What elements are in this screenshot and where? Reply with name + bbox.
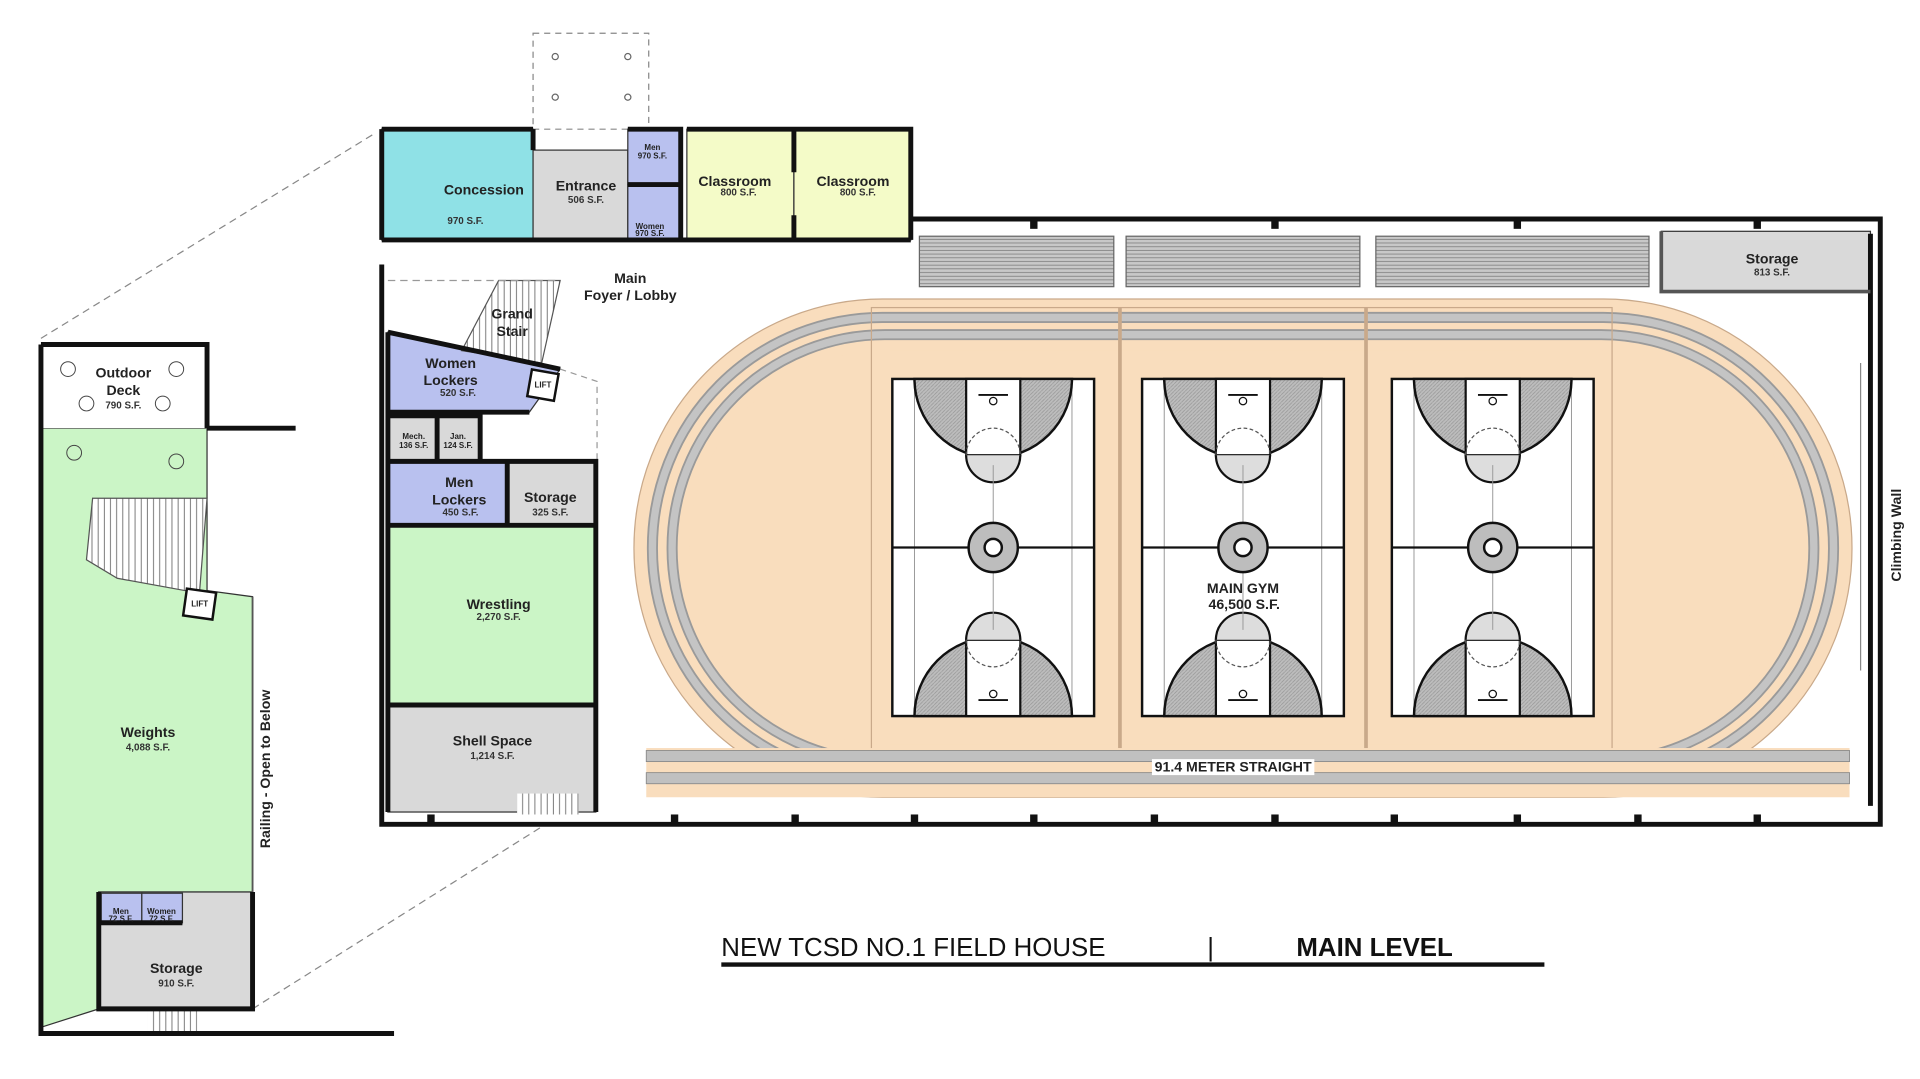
climbing-wall-label: Climbing Wall xyxy=(1888,489,1904,582)
upper-women-area: 72 S.F. xyxy=(149,915,174,924)
concession-label: Concession xyxy=(444,181,524,197)
upper-men-restroom xyxy=(100,892,143,924)
jan-area: 124 S.F. xyxy=(443,441,472,450)
entrance-label: Entrance xyxy=(556,178,617,194)
upper-women-label: Women xyxy=(147,907,176,916)
weights-label: Weights xyxy=(121,724,176,740)
shell-space-area: 1,214 S.F. xyxy=(470,751,515,762)
men-lockers-label-2: Lockers xyxy=(432,491,486,507)
women-lockers-label-1: Women xyxy=(425,355,476,371)
deck-furniture xyxy=(60,361,185,470)
women-restroom-label: Women xyxy=(636,222,665,231)
basketball-court xyxy=(1140,377,1346,718)
mech-room xyxy=(387,415,438,462)
railing-label: Railing - Open to Below xyxy=(257,689,273,849)
main-level-plan: Concession 970 S.F. Entrance 506 S.F. Me… xyxy=(379,32,1904,827)
storage-813-room xyxy=(1660,230,1872,293)
level-title: MAIN LEVEL xyxy=(1296,934,1452,962)
level-connector-lines xyxy=(40,132,543,1010)
bleachers-1 xyxy=(918,235,1115,288)
classroom-2-label: Classroom xyxy=(816,173,889,189)
wrestling-label: Wrestling xyxy=(467,596,531,612)
upper-men-label: Men xyxy=(113,907,129,916)
outdoor-deck xyxy=(40,344,208,429)
wrestling-room xyxy=(387,524,597,706)
upper-lift xyxy=(181,587,218,621)
outdoor-deck-label-2: Deck xyxy=(106,382,140,398)
classroom-1-label: Classroom xyxy=(698,173,771,189)
men-restroom-label: Men xyxy=(644,143,660,152)
upper-women-restroom xyxy=(141,892,184,924)
upper-men-area: 72 S.F. xyxy=(108,915,133,924)
entry-canopy xyxy=(532,32,650,130)
main-gym-label: MAIN GYM xyxy=(1207,580,1279,596)
project-title: NEW TCSD NO.1 FIELD HOUSE xyxy=(721,934,1105,962)
classroom-2-area: 800 S.F. xyxy=(840,188,876,199)
main-lift xyxy=(525,367,561,403)
men-restroom xyxy=(627,128,682,186)
entrance-area: 506 S.F. xyxy=(568,195,604,206)
men-restroom-area: 970 S.F. xyxy=(638,152,667,161)
upper-lift-label: LIFT xyxy=(191,600,208,609)
men-lockers-label-1: Men xyxy=(445,474,473,490)
foyer-label-1: Main xyxy=(614,270,646,286)
title-block: NEW TCSD NO.1 FIELD HOUSE | MAIN LEVEL xyxy=(721,934,1545,967)
storage-325-label: Storage xyxy=(524,489,577,505)
upper-storage-label: Storage xyxy=(150,960,203,976)
sprint-straight xyxy=(645,748,1850,798)
rear-stair xyxy=(517,793,579,815)
upper-level-plan: Outdoor Deck 790 S.F. Weights 4,088 S.F.… xyxy=(38,342,395,1036)
basketball-court xyxy=(1390,377,1595,718)
bleachers-3 xyxy=(1375,235,1650,288)
storage-813-area: 813 S.F. xyxy=(1754,268,1790,279)
mech-area: 136 S.F. xyxy=(399,441,428,450)
upper-storage-area: 910 S.F. xyxy=(158,979,194,990)
shell-space-label: Shell Space xyxy=(453,733,532,749)
bleachers-2 xyxy=(1125,235,1361,288)
foyer-label-2: Foyer / Lobby xyxy=(584,287,677,303)
grand-stair-label-1: Grand xyxy=(491,306,533,322)
storage-325-room xyxy=(506,460,597,526)
women-restroom-area: 970 S.F. xyxy=(635,229,664,238)
men-lockers-room xyxy=(387,460,508,526)
wall-piers xyxy=(427,218,1761,825)
mech-label: Mech. xyxy=(402,432,425,441)
women-lockers-area: 520 S.F. xyxy=(440,388,476,399)
main-lift-label: LIFT xyxy=(534,381,551,390)
title-separator: | xyxy=(1207,934,1214,962)
weights-area: 4,088 S.F. xyxy=(126,743,171,754)
straight-label: 91.4 METER STRAIGHT xyxy=(1155,758,1312,774)
classroom-1-area: 800 S.F. xyxy=(721,188,757,199)
concession-area: 970 S.F. xyxy=(447,216,483,227)
upper-stair xyxy=(85,497,208,592)
outdoor-deck-area: 790 S.F. xyxy=(105,400,141,411)
basketball-court xyxy=(891,377,1096,718)
jan-label: Jan. xyxy=(450,432,466,441)
wrestling-area: 2,270 S.F. xyxy=(476,612,521,623)
men-lockers-area: 450 S.F. xyxy=(442,508,478,519)
women-lockers-label-2: Lockers xyxy=(424,372,478,388)
outdoor-deck-label-1: Outdoor xyxy=(96,365,152,381)
entrance-room xyxy=(532,149,629,241)
main-gym-area: 46,500 S.F. xyxy=(1208,596,1279,612)
basketball-courts xyxy=(891,377,1595,718)
storage-325-area: 325 S.F. xyxy=(532,508,568,519)
grand-stair-label-2: Stair xyxy=(496,323,528,339)
lower-stair xyxy=(147,1008,198,1032)
storage-813-label: Storage xyxy=(1746,250,1799,266)
